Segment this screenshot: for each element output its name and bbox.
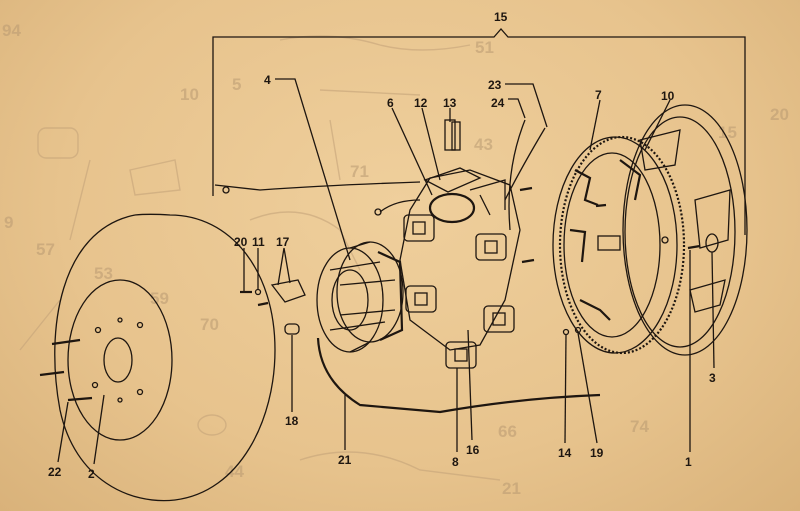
callout-13: 13 <box>443 96 457 110</box>
callout-22: 22 <box>48 465 62 479</box>
callout-1: 1 <box>685 455 692 469</box>
callout-20: 20 <box>234 235 248 249</box>
backplate <box>622 104 748 356</box>
callout-18: 18 <box>285 414 299 428</box>
svg-text:70: 70 <box>200 315 219 334</box>
stator-plate <box>374 119 521 369</box>
svg-text:94: 94 <box>2 21 21 40</box>
leader-lines <box>57 78 715 465</box>
svg-text:5: 5 <box>232 75 241 94</box>
svg-text:53: 53 <box>94 264 113 283</box>
svg-text:57: 57 <box>36 240 55 259</box>
svg-text:20: 20 <box>770 105 789 124</box>
faded-callouts: 51 10 5 43 71 57 59 53 70 9 15 20 66 74 … <box>2 21 789 498</box>
rotor <box>316 241 404 353</box>
callout-21: 21 <box>338 453 352 467</box>
svg-text:66: 66 <box>498 422 517 441</box>
wheel <box>39 213 276 502</box>
svg-text:51: 51 <box>475 38 494 57</box>
flywheel <box>552 135 686 355</box>
faded-background-drawing <box>19 35 501 481</box>
callouts: 15 4 6 12 13 24 23 7 10 20 11 17 18 21 8… <box>48 10 716 481</box>
callout-8: 8 <box>452 455 459 469</box>
callout-4: 4 <box>264 73 271 87</box>
svg-text:43: 43 <box>474 135 493 154</box>
svg-text:10: 10 <box>180 85 199 104</box>
group-bracket <box>212 28 746 235</box>
svg-text:9: 9 <box>4 213 13 232</box>
callout-3: 3 <box>709 371 716 385</box>
svg-text:15: 15 <box>718 123 737 142</box>
callout-19: 19 <box>590 446 604 460</box>
callout-17: 17 <box>276 235 290 249</box>
callout-7: 7 <box>595 88 602 102</box>
svg-text:71: 71 <box>350 162 369 181</box>
callout-10: 10 <box>661 89 675 103</box>
callout-2: 2 <box>88 467 95 481</box>
callout-11: 11 <box>252 235 265 249</box>
leads <box>214 119 601 414</box>
callout-16: 16 <box>466 443 480 457</box>
callout-15: 15 <box>494 10 508 24</box>
callout-24: 24 <box>491 96 505 110</box>
callout-6: 6 <box>387 96 394 110</box>
svg-text:44: 44 <box>225 462 244 481</box>
hardware <box>240 186 701 336</box>
svg-text:59: 59 <box>150 289 169 308</box>
svg-text:21: 21 <box>502 479 521 498</box>
callout-14: 14 <box>558 446 572 460</box>
callout-12: 12 <box>414 96 428 110</box>
callout-23: 23 <box>488 78 502 92</box>
svg-text:74: 74 <box>630 417 649 436</box>
